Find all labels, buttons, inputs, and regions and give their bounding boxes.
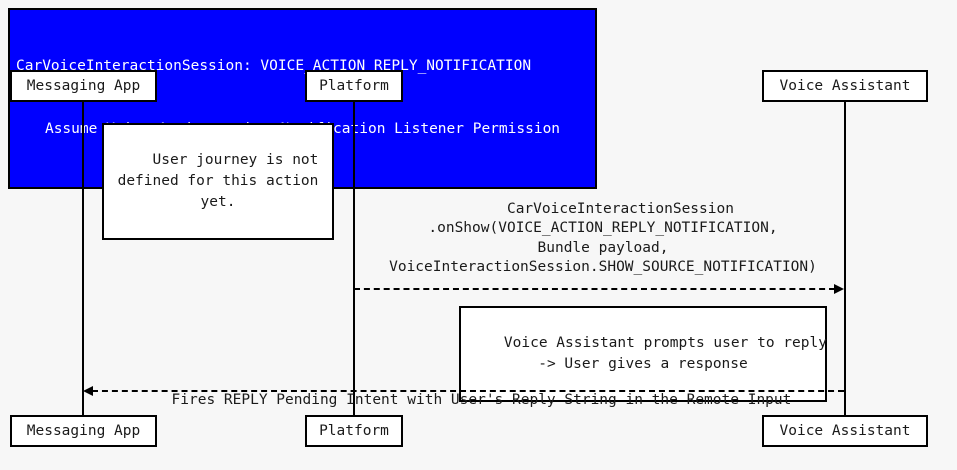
note-user-journey: User journey is not defined for this act…	[102, 123, 334, 240]
message-onshow-line-2: .onShow(VOICE_ACTION_REPLY_NOTIFICATION,	[428, 220, 778, 237]
message-onshow-label: CarVoiceInteractionSession .onShow(VOICE…	[360, 180, 846, 298]
message-reply-intent-line-1: Fires REPLY Pending Intent with User's R…	[171, 391, 792, 408]
message-reply-intent-label: Fires REPLY Pending Intent with User's R…	[83, 371, 845, 430]
participant-top-platform[interactable]: Platform	[305, 70, 403, 102]
participant-bottom-voice-assistant[interactable]: Voice Assistant	[762, 415, 928, 447]
note-user-journey-line-3: yet.	[200, 194, 236, 210]
lifeline-platform	[353, 102, 355, 415]
message-onshow-line-4: VoiceInteractionSession.SHOW_SOURCE_NOTI…	[389, 259, 817, 276]
message-onshow-line	[354, 288, 835, 290]
note-user-journey-line-2: defined for this action	[117, 173, 319, 189]
message-reply-intent-arrowhead-icon	[83, 386, 93, 396]
lifeline-messaging-app	[82, 102, 84, 415]
note-voice-prompt-line-2: -> User gives a response	[538, 356, 748, 372]
message-reply-intent-line	[92, 390, 844, 392]
message-onshow-arrowhead-icon	[834, 284, 844, 294]
note-voice-prompt-line-1: Voice Assistant prompts user to reply	[503, 335, 827, 351]
note-voice-prompt: Voice Assistant prompts user to reply ->…	[459, 306, 827, 402]
participant-top-voice-assistant[interactable]: Voice Assistant	[762, 70, 928, 102]
lifeline-voice-assistant	[844, 102, 846, 415]
participant-bottom-platform[interactable]: Platform	[305, 415, 403, 447]
note-user-journey-line-1: User journey is not	[152, 152, 319, 168]
message-onshow-line-3: Bundle payload,	[537, 239, 669, 256]
message-onshow-line-1: CarVoiceInteractionSession	[506, 200, 734, 217]
participant-top-messaging-app[interactable]: Messaging App	[10, 70, 157, 102]
participant-bottom-messaging-app[interactable]: Messaging App	[10, 415, 157, 447]
